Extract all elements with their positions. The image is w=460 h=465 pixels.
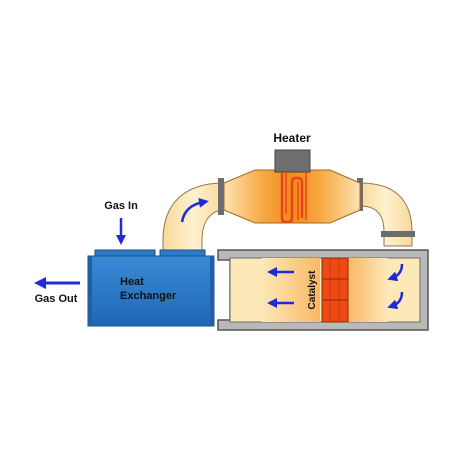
flow-arrow-elbow-up [180,197,209,223]
heat-exchanger-label-line1: Heat [120,276,144,288]
right-duct [357,178,415,247]
catalyst-label: Catalyst [307,270,318,310]
gas-in-label: Gas In [104,200,138,212]
gas-out-label: Gas Out [35,293,78,305]
right-duct-flange [381,231,415,237]
catalyst-bed [321,257,349,323]
flow-arrow-right-top [387,263,404,282]
chamber-glow-right [348,258,388,322]
left-heater-flange [218,178,224,215]
heater [223,149,361,224]
heater-label: Heater [273,131,311,145]
left-elbow-duct [162,178,225,251]
heater-coil [280,172,304,224]
heat-exchanger-label-line2: Exchanger [120,290,177,302]
flow-arrow-right-bottom [387,291,404,310]
heater-terminal-box [274,149,311,173]
heat-exchanger [87,249,215,327]
